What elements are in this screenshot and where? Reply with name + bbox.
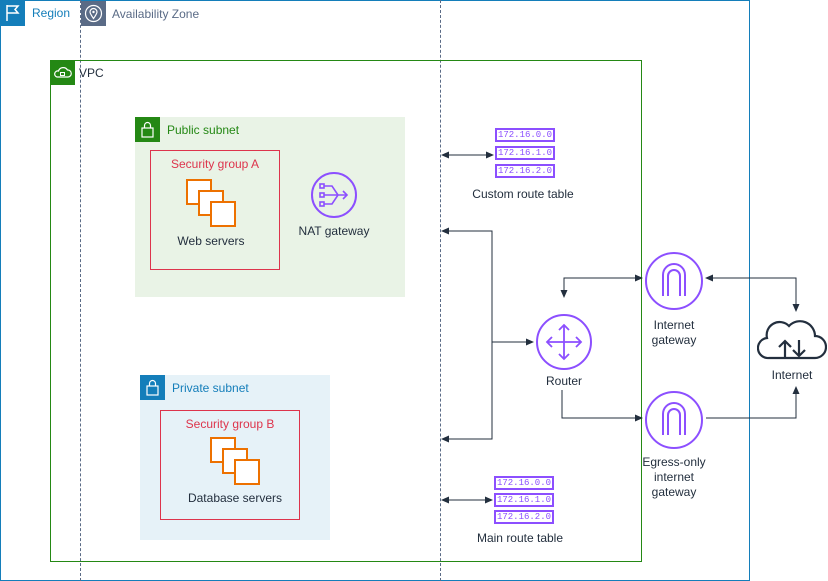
vpc-header: VPC [50,60,104,85]
az-divider-left [80,0,81,581]
region-flag-icon [0,0,25,26]
private-subnet-header: Private subnet [140,375,249,400]
main-route-table-label: Main route table [476,531,564,545]
subnet-to-router-bracket [441,227,493,443]
custom-route-entry: 172.16.1.0 [495,146,555,160]
database-servers-label: Database servers [187,491,283,505]
router-to-egress-gateway-arrow [561,390,643,422]
main-route-entry: 172.16.1.0 [494,493,554,507]
main-route-table-icon: 172.16.0.0 172.16.1.0 172.16.2.0 [494,476,554,530]
public-subnet-lock-icon [135,117,160,142]
custom-route-table-label: Custom route table [472,187,574,201]
router-to-internet-gateway-arrow [560,274,643,298]
security-group-a-box [150,150,280,270]
web-servers-instances-icon [186,179,236,227]
security-group-b-box [160,410,300,520]
custom-route-entry: 172.16.0.0 [495,128,555,142]
private-subnet-label: Private subnet [172,380,249,395]
router-label: Router [545,374,583,388]
vpc-box [50,60,642,562]
private-subnet-lock-icon [140,375,165,400]
egress-gateway-label-line1: Egress-only [642,455,706,469]
internet-gateway-to-internet-arrow [705,274,800,312]
az-divider-right [440,0,441,581]
nat-gateway-label: NAT gateway [298,224,370,238]
main-route-entry: 172.16.2.0 [494,510,554,524]
custom-route-table-icon: 172.16.0.0 172.16.1.0 172.16.2.0 [495,128,555,182]
security-group-a-label: Security group A [170,157,260,171]
internet-label: Internet [771,368,813,382]
region-header: Region [0,0,70,26]
public-subnet-header: Public subnet [135,117,239,142]
public-subnet-box [135,117,405,297]
public-subnet-label: Public subnet [167,122,240,137]
availability-zone-label: Availability Zone [112,6,200,21]
internet-gateway-icon [645,252,703,310]
internet-gateway-label-line2: gateway [651,333,697,347]
internet-cloud-icon [757,320,827,360]
custom-route-entry: 172.16.2.0 [495,164,555,178]
egress-gateway-label-line2: internet [653,470,695,484]
region-label: Region [32,6,71,20]
nat-gateway-icon [311,172,357,218]
egress-gateway-label-line3: gateway [651,485,697,499]
egress-gateway-to-internet-arrow [706,386,800,419]
location-pin-icon [81,1,106,26]
web-servers-label: Web servers [177,234,245,248]
internet-gateway-label-line1: Internet [653,318,695,332]
vpc-cloud-icon [50,60,75,85]
egress-only-gateway-label: Egress-only internet gateway [625,455,723,500]
database-servers-instances-icon [210,437,260,485]
vpc-label: VPC [79,65,104,80]
security-group-b-label: Security group B [185,417,275,431]
egress-only-gateway-icon [645,391,703,449]
availability-zone-header: Availability Zone [81,1,199,26]
router-icon [536,314,592,370]
main-route-entry: 172.16.0.0 [494,476,554,490]
internet-gateway-label: Internet gateway [630,318,718,348]
